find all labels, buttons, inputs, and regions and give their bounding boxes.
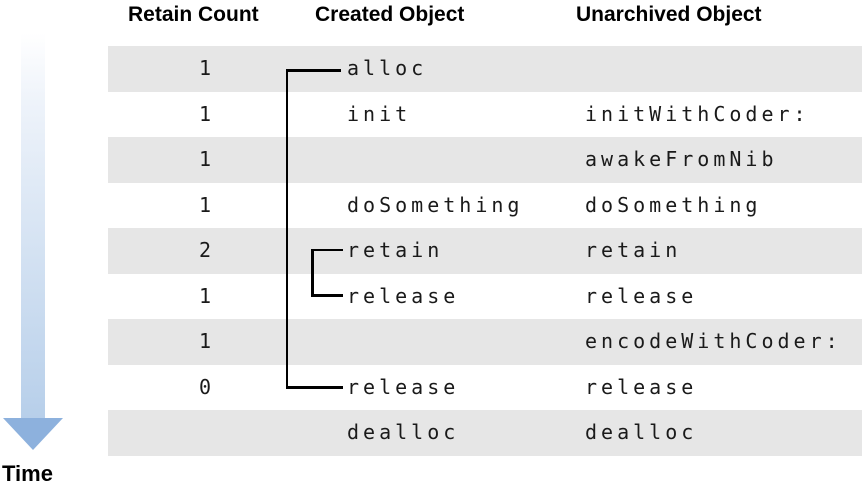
table-row-retain: 2 retain retain	[108, 228, 862, 274]
retain-count-value: 1	[198, 192, 212, 217]
retain-release-bracket-line	[311, 248, 314, 297]
unarchived-object-method: release	[585, 374, 698, 399]
created-object-method: doSomething	[347, 192, 524, 217]
table-row-release-final: 0 release release	[108, 365, 862, 411]
created-object-method: release	[347, 374, 460, 399]
unarchived-object-method: release	[585, 283, 698, 308]
created-object-method: release	[347, 283, 460, 308]
unarchived-object-method: encodeWithCoder:	[585, 329, 842, 353]
time-arrow-shaft	[21, 33, 45, 418]
table-row-init: 1 init initWithCoder:	[108, 92, 862, 138]
retain-count-value: 1	[198, 283, 212, 308]
retain-count-value: 1	[198, 101, 212, 126]
final-release-tick-line	[285, 386, 343, 389]
table-row-alloc: 1 alloc	[108, 46, 862, 92]
column-header-unarchived-object: Unarchived Object	[576, 3, 762, 26]
table-row-dealloc: dealloc dealloc	[108, 410, 862, 456]
release-tick-line	[311, 294, 343, 297]
retain-count-value: 1	[198, 329, 212, 353]
unarchived-object-method: retain	[585, 238, 682, 262]
unarchived-object-method: initWithCoder:	[585, 101, 810, 126]
alloc-tick-line	[285, 69, 341, 72]
table-row-release-1: 1 release release	[108, 274, 862, 320]
created-object-method: retain	[347, 238, 444, 262]
time-axis-label: Time	[2, 461, 53, 486]
created-object-method: dealloc	[347, 420, 460, 444]
column-header-created-object: Created Object	[315, 3, 465, 26]
created-object-method: alloc	[347, 56, 428, 80]
table-row-awakefromnib: 1 awakeFromNib	[108, 137, 862, 183]
table-row-dosomething: 1 doSomething doSomething	[108, 183, 862, 229]
unarchived-object-method: awakeFromNib	[585, 147, 778, 171]
time-arrow-down-icon	[3, 418, 63, 450]
retain-count-value	[108, 410, 302, 456]
column-header-retain-count: Retain Count	[128, 3, 259, 26]
unarchived-object-method: dealloc	[585, 420, 698, 444]
retain-tick-line	[311, 248, 343, 251]
retain-count-value: 1	[198, 147, 212, 171]
lifecycle-table: 1 alloc 1 init initWithCoder: 1 awakeFro…	[108, 46, 862, 456]
retain-count-value: 1	[198, 56, 212, 80]
unarchived-object-method: doSomething	[585, 192, 762, 217]
alloc-to-release-lifeline	[285, 69, 288, 389]
table-row-encodewithcoder: 1 encodeWithCoder:	[108, 319, 862, 365]
retain-count-value: 0	[198, 374, 212, 399]
created-object-method: init	[347, 101, 412, 126]
retain-count-value: 2	[198, 238, 212, 262]
